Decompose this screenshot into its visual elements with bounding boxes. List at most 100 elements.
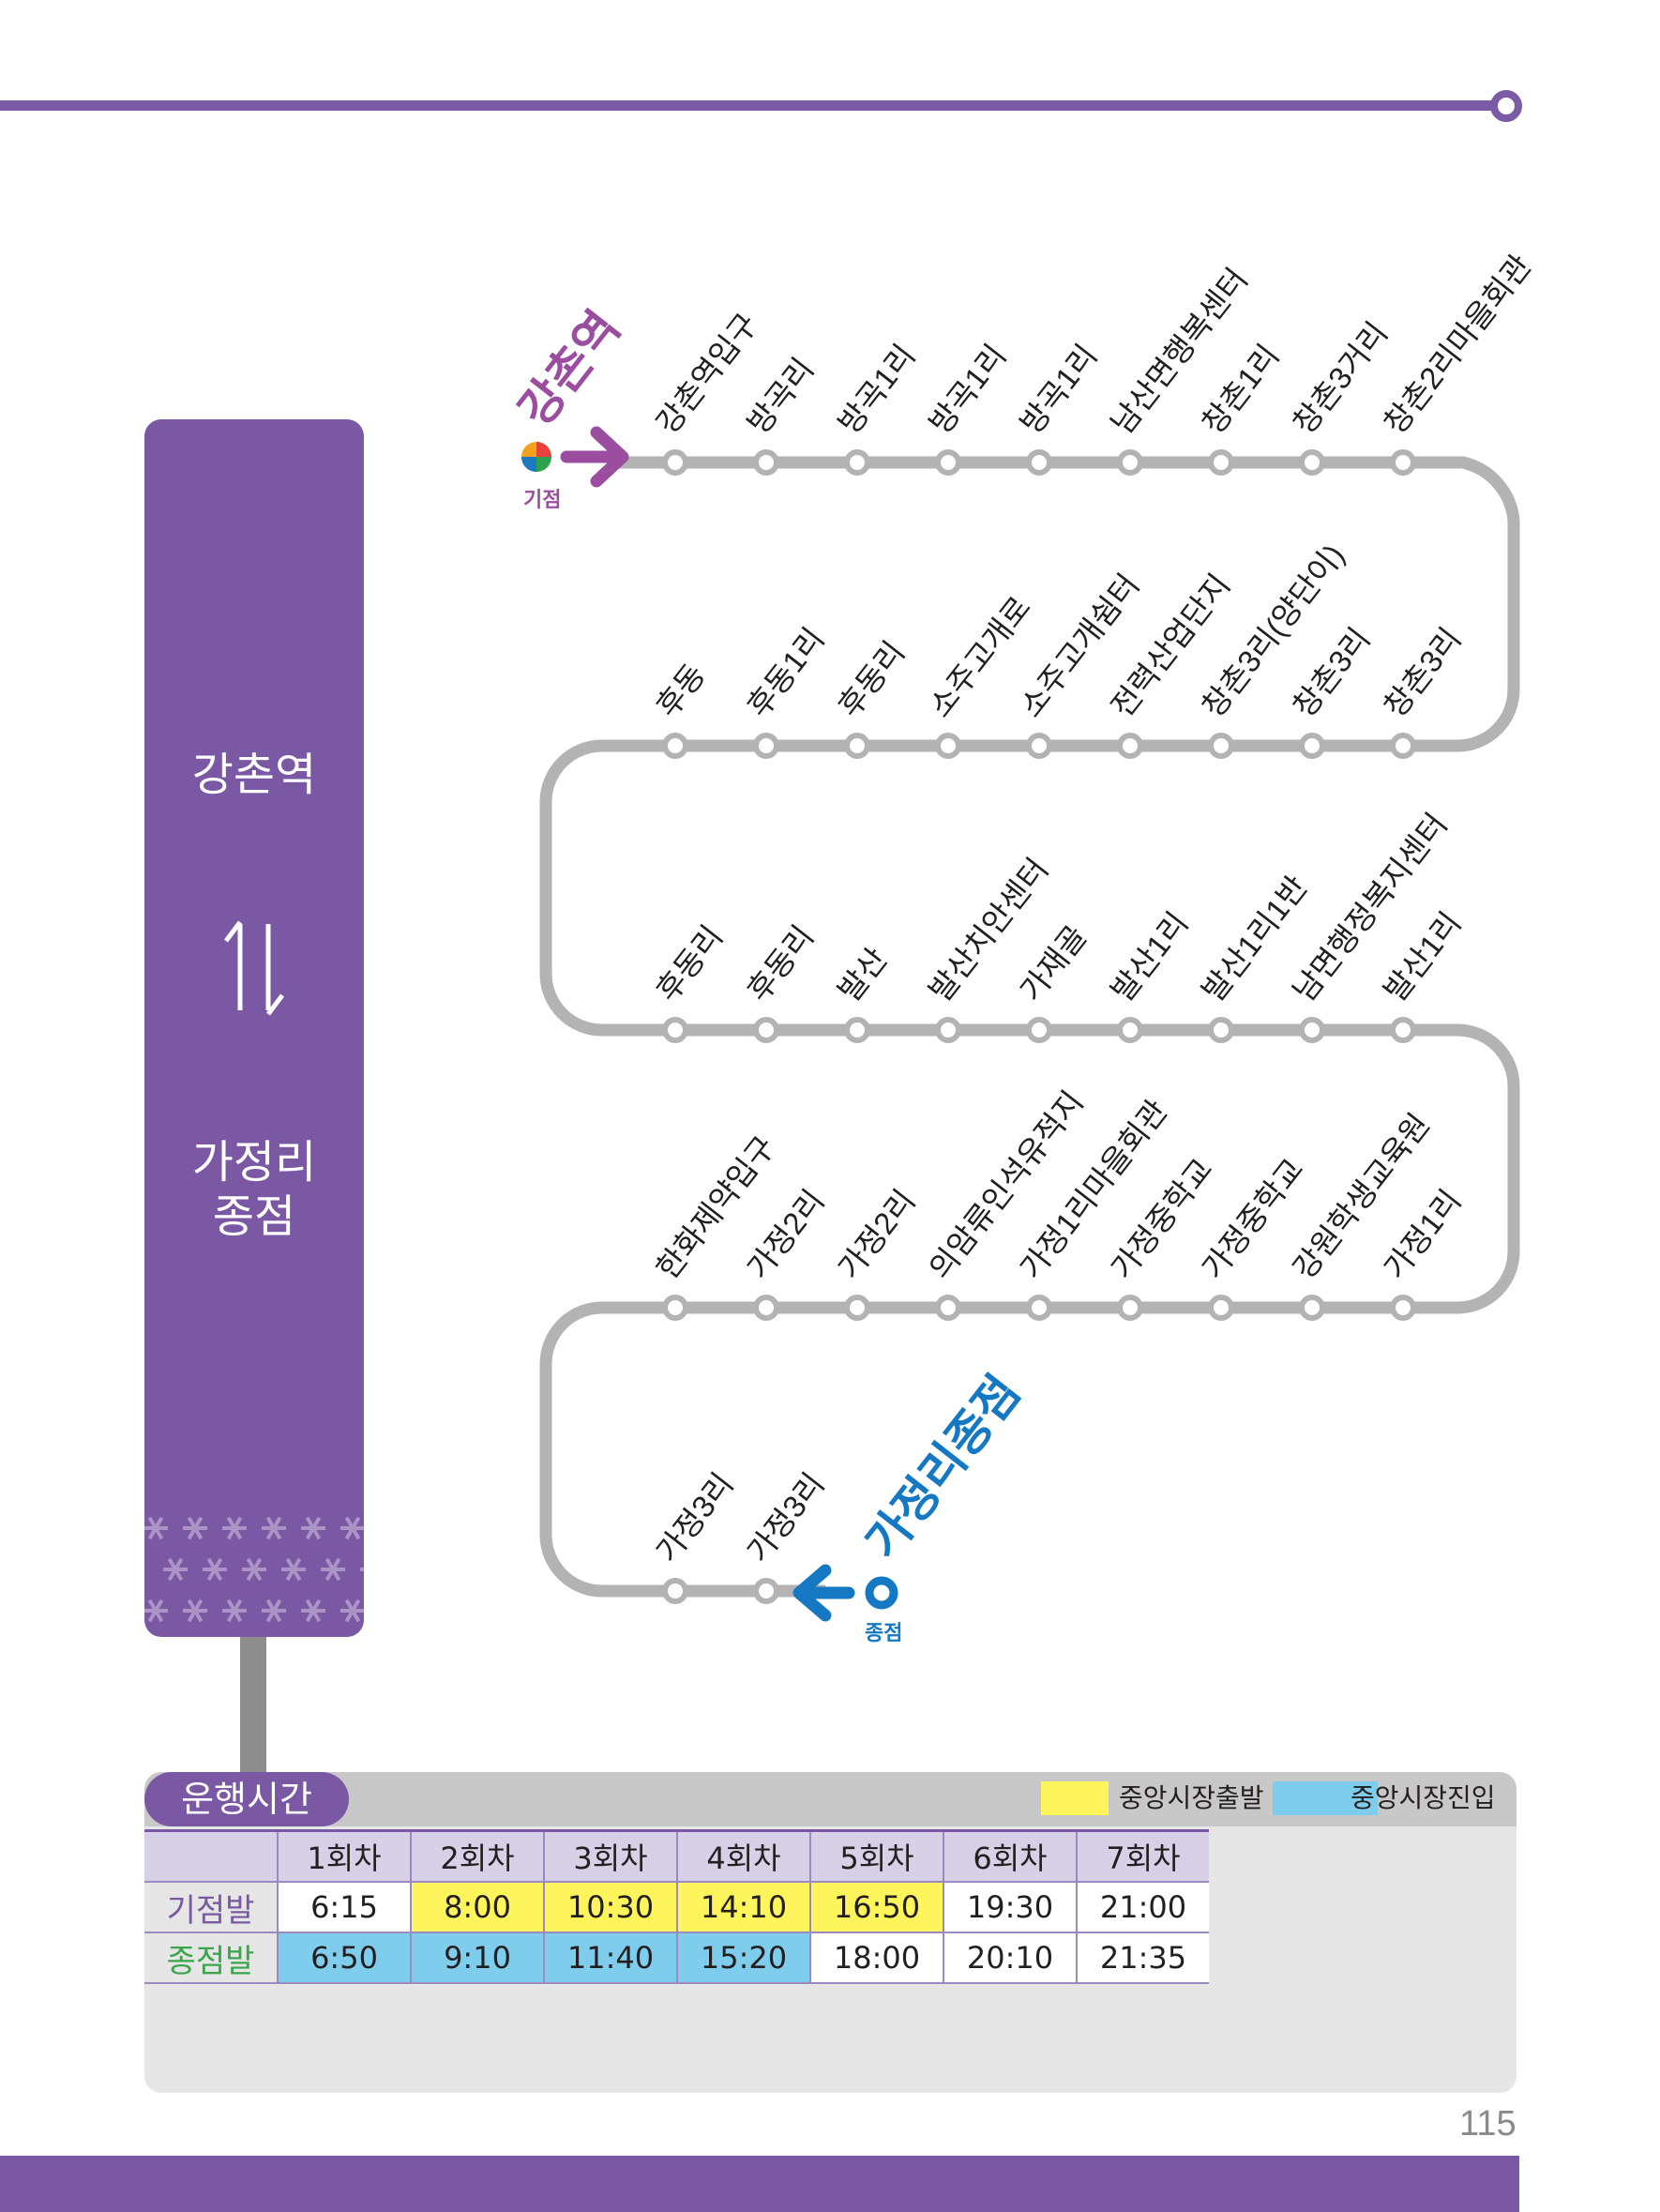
panel-destination: 가정리: [191, 1136, 317, 1189]
station-dot: [753, 1295, 779, 1321]
bottom-band: [0, 2156, 1519, 2212]
top-rule: [0, 100, 1501, 111]
timetable-time-cell: 21:00: [1077, 1882, 1209, 1933]
timetable-time-cell: 6:15: [278, 1882, 412, 1933]
snowflake-icon: [183, 1516, 207, 1540]
station-dot: [1117, 1017, 1143, 1043]
station-dot: [935, 1017, 961, 1043]
station-dot: [753, 1578, 779, 1604]
station-dot: [1117, 1295, 1143, 1321]
station-dot: [1299, 733, 1325, 759]
station-label: 창촌2리마을회관: [1377, 249, 1537, 441]
snowflake-icon: [281, 1557, 306, 1582]
station-label: 가정2리: [831, 1183, 922, 1285]
station-label: 창촌3거리: [1286, 315, 1394, 440]
snowflake-icon: [183, 1598, 207, 1623]
timetable-column-header: 4회차: [677, 1829, 811, 1883]
station-label: 방곡1리: [922, 338, 1013, 440]
station-dot: [1208, 1295, 1234, 1321]
snowflake-icon: [163, 1557, 188, 1582]
snowflake-icon: [301, 1598, 325, 1623]
timetable-time-cell: 10:30: [544, 1882, 678, 1933]
snowflake-icon: [203, 1557, 227, 1582]
snowflake-icon: [242, 1557, 266, 1582]
legend-swatch-departure: [1041, 1781, 1109, 1815]
snowflake-icon: [222, 1598, 247, 1623]
snowflake-icon: [144, 1516, 168, 1540]
station-dot: [1299, 1017, 1325, 1043]
timetable-time-cell: 8:00: [411, 1882, 545, 1933]
timetable-time-cell: 19:30: [943, 1882, 1078, 1933]
timetable-title: 운행시간: [144, 1772, 349, 1826]
station-dot: [1390, 449, 1416, 476]
timetable-time-cell: 15:20: [677, 1932, 811, 1984]
station-label: 후동리: [831, 635, 911, 724]
snowflake-icon: [222, 1516, 247, 1540]
panel-destination-suffix: 종점: [212, 1190, 296, 1243]
legend-swatch-entry: [1273, 1781, 1378, 1815]
snowflake-icon: [262, 1598, 286, 1623]
station-label: 가재골: [1013, 919, 1093, 1008]
station-label: 창촌1리: [1195, 338, 1286, 440]
station-label: 후동리: [740, 919, 820, 1008]
station-dot: [1299, 1295, 1325, 1321]
station-dot: [935, 449, 961, 476]
timetable-column-header: 6회차: [943, 1829, 1078, 1883]
station-dot: [1026, 1295, 1052, 1321]
station-label: 후동: [649, 658, 712, 724]
station-dot: [1026, 449, 1052, 476]
station-dot: [662, 1295, 688, 1321]
panel-origin: 강촌역: [191, 749, 317, 801]
stations: [662, 449, 1416, 1604]
station-label: 방곡1리: [831, 338, 922, 440]
station-label: 가정2리: [740, 1183, 831, 1285]
timetable-column-header: 5회차: [810, 1829, 944, 1883]
station-dot: [662, 733, 688, 759]
terminal-name: 가정리종점: [855, 1365, 1031, 1568]
bidirectional-arrows-icon: [224, 920, 284, 1016]
station-label: 가정1리: [1377, 1183, 1468, 1285]
station-dot: [1208, 449, 1234, 476]
timetable-time-cell: 9:10: [411, 1932, 545, 1984]
route-line-path: [539, 456, 1520, 1598]
legend-label-departure: 중앙시장출발: [1119, 1782, 1264, 1813]
route-panel: 강촌역 가정리 종점: [144, 419, 364, 1637]
timetable-corner-cell: [144, 1829, 279, 1883]
station-dot: [753, 733, 779, 759]
snowflake-icon: [340, 1598, 364, 1623]
timetable-time-cell: 11:40: [544, 1932, 678, 1984]
station-dot: [1390, 1017, 1416, 1043]
timetable-column-header: 1회차: [278, 1829, 412, 1883]
timetable-time-cell: 6:50: [278, 1932, 412, 1984]
station-dot: [1390, 733, 1416, 759]
station-label: 발산: [831, 942, 894, 1008]
timetable-time-cell: 14:10: [677, 1882, 811, 1933]
station-label: 의암류인석유적지: [922, 1084, 1090, 1285]
station-dot: [662, 1578, 688, 1604]
station-label: 발산1리: [1104, 905, 1195, 1008]
terminal-marker: 종점 가정리종점: [792, 1365, 1031, 1645]
station-dot: [1390, 1295, 1416, 1321]
station-label: 방곡1리: [1013, 338, 1104, 440]
rule-end-circle: [1490, 90, 1522, 122]
station-label: 방곡리: [740, 352, 820, 441]
snowflake-icon: [321, 1557, 345, 1582]
timetable-time-cell: 16:50: [810, 1882, 944, 1933]
snowflake-icon: [262, 1516, 286, 1540]
station-label: 남면행정복지센터: [1286, 807, 1454, 1008]
panel-stem: [240, 1637, 266, 1780]
station-label: 창촌3리: [1377, 621, 1468, 723]
station-dot: [844, 1017, 870, 1043]
station-dot: [1026, 1017, 1052, 1043]
station-dot: [1117, 733, 1143, 759]
timetable-row-label: 기점발: [144, 1882, 279, 1933]
timetable-time-cell: 18:00: [810, 1932, 944, 1984]
station-label: 후동1리: [740, 621, 831, 723]
station-label: 후동리: [649, 919, 729, 1008]
route-line: [539, 456, 1520, 1598]
